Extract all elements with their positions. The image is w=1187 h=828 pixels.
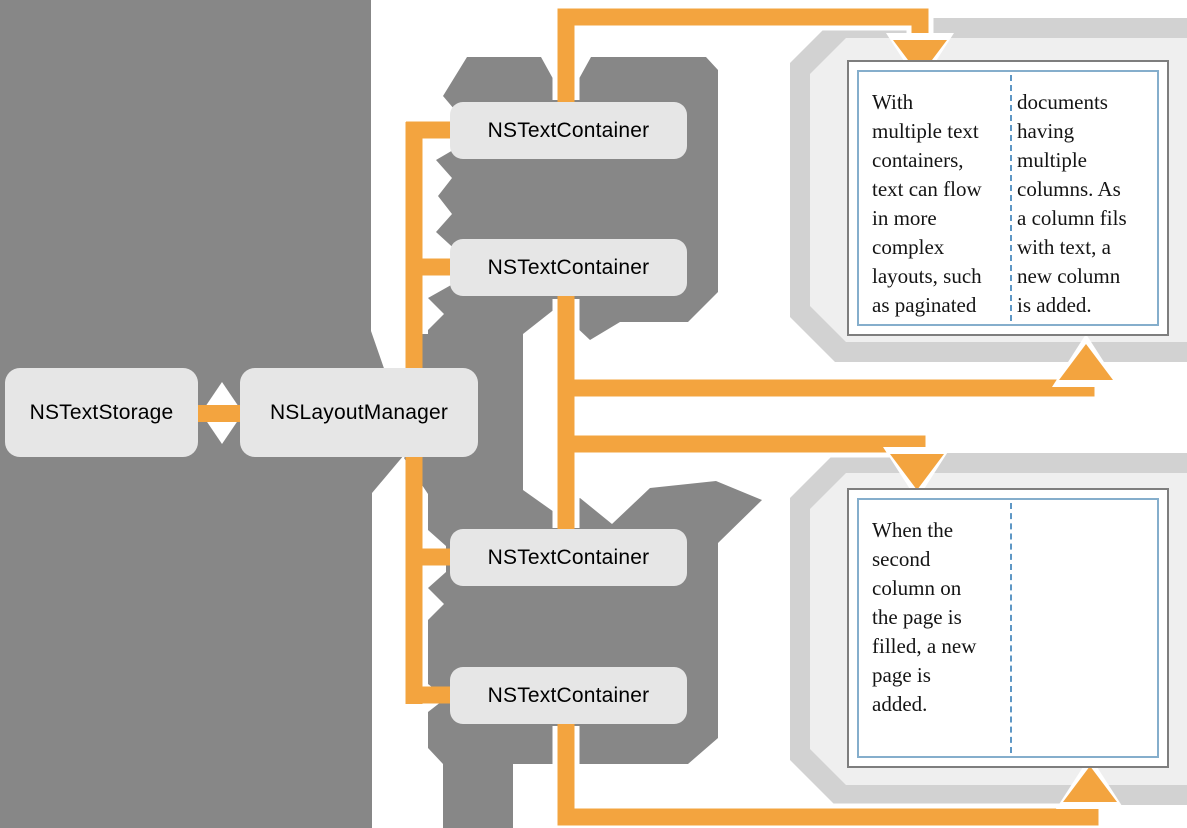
page-2-text-area: When the second column on the page is fi… <box>857 498 1159 758</box>
page-1: With multiple text containers, text can … <box>847 60 1169 336</box>
page-1-column-divider <box>1010 75 1012 321</box>
page-1-text-area: With multiple text containers, text can … <box>857 70 1159 326</box>
arrowhead1-down-icon <box>893 40 947 76</box>
storage-layout-link <box>198 382 243 444</box>
nstextcontainer-label: NSTextContainer <box>487 683 650 707</box>
page-2: When the second column on the page is fi… <box>847 488 1169 768</box>
page-2-column-1: When the second column on the page is fi… <box>872 518 977 716</box>
nstextstorage-box: NSTextStorage <box>5 368 198 457</box>
nstextcontainer-label: NSTextContainer <box>487 255 650 279</box>
arrow-to-page2-top <box>566 435 926 454</box>
nstextcontainer-label: NSTextContainer <box>487 545 650 569</box>
arrowheads <box>883 33 1124 809</box>
nstextcontainer-box-1: NSTextContainer <box>450 102 687 159</box>
page-1-column-2: documents having multiple columns. As a … <box>1017 90 1127 317</box>
nstextcontainer-box-4: NSTextContainer <box>450 667 687 724</box>
nstextcontainer-label: NSTextContainer <box>487 118 650 142</box>
arrowhead4-up-icon <box>1063 766 1117 802</box>
arrow-to-page1-top <box>557 8 929 104</box>
nslayoutmanager-label: NSLayoutManager <box>269 400 449 424</box>
arrowhead2-up-icon <box>1059 344 1113 380</box>
nstextcontainer-box-3: NSTextContainer <box>450 529 687 586</box>
page-2-column-divider <box>1010 503 1012 753</box>
page-1-column-1: With multiple text containers, text can … <box>872 90 982 317</box>
nstextstorage-label: NSTextStorage <box>29 400 174 424</box>
double-arrow-shaft <box>198 405 242 422</box>
arrowhead3-down-icon <box>890 454 944 490</box>
nstextcontainer-box-2: NSTextContainer <box>450 239 687 296</box>
nslayoutmanager-box: NSLayoutManager <box>240 368 478 457</box>
